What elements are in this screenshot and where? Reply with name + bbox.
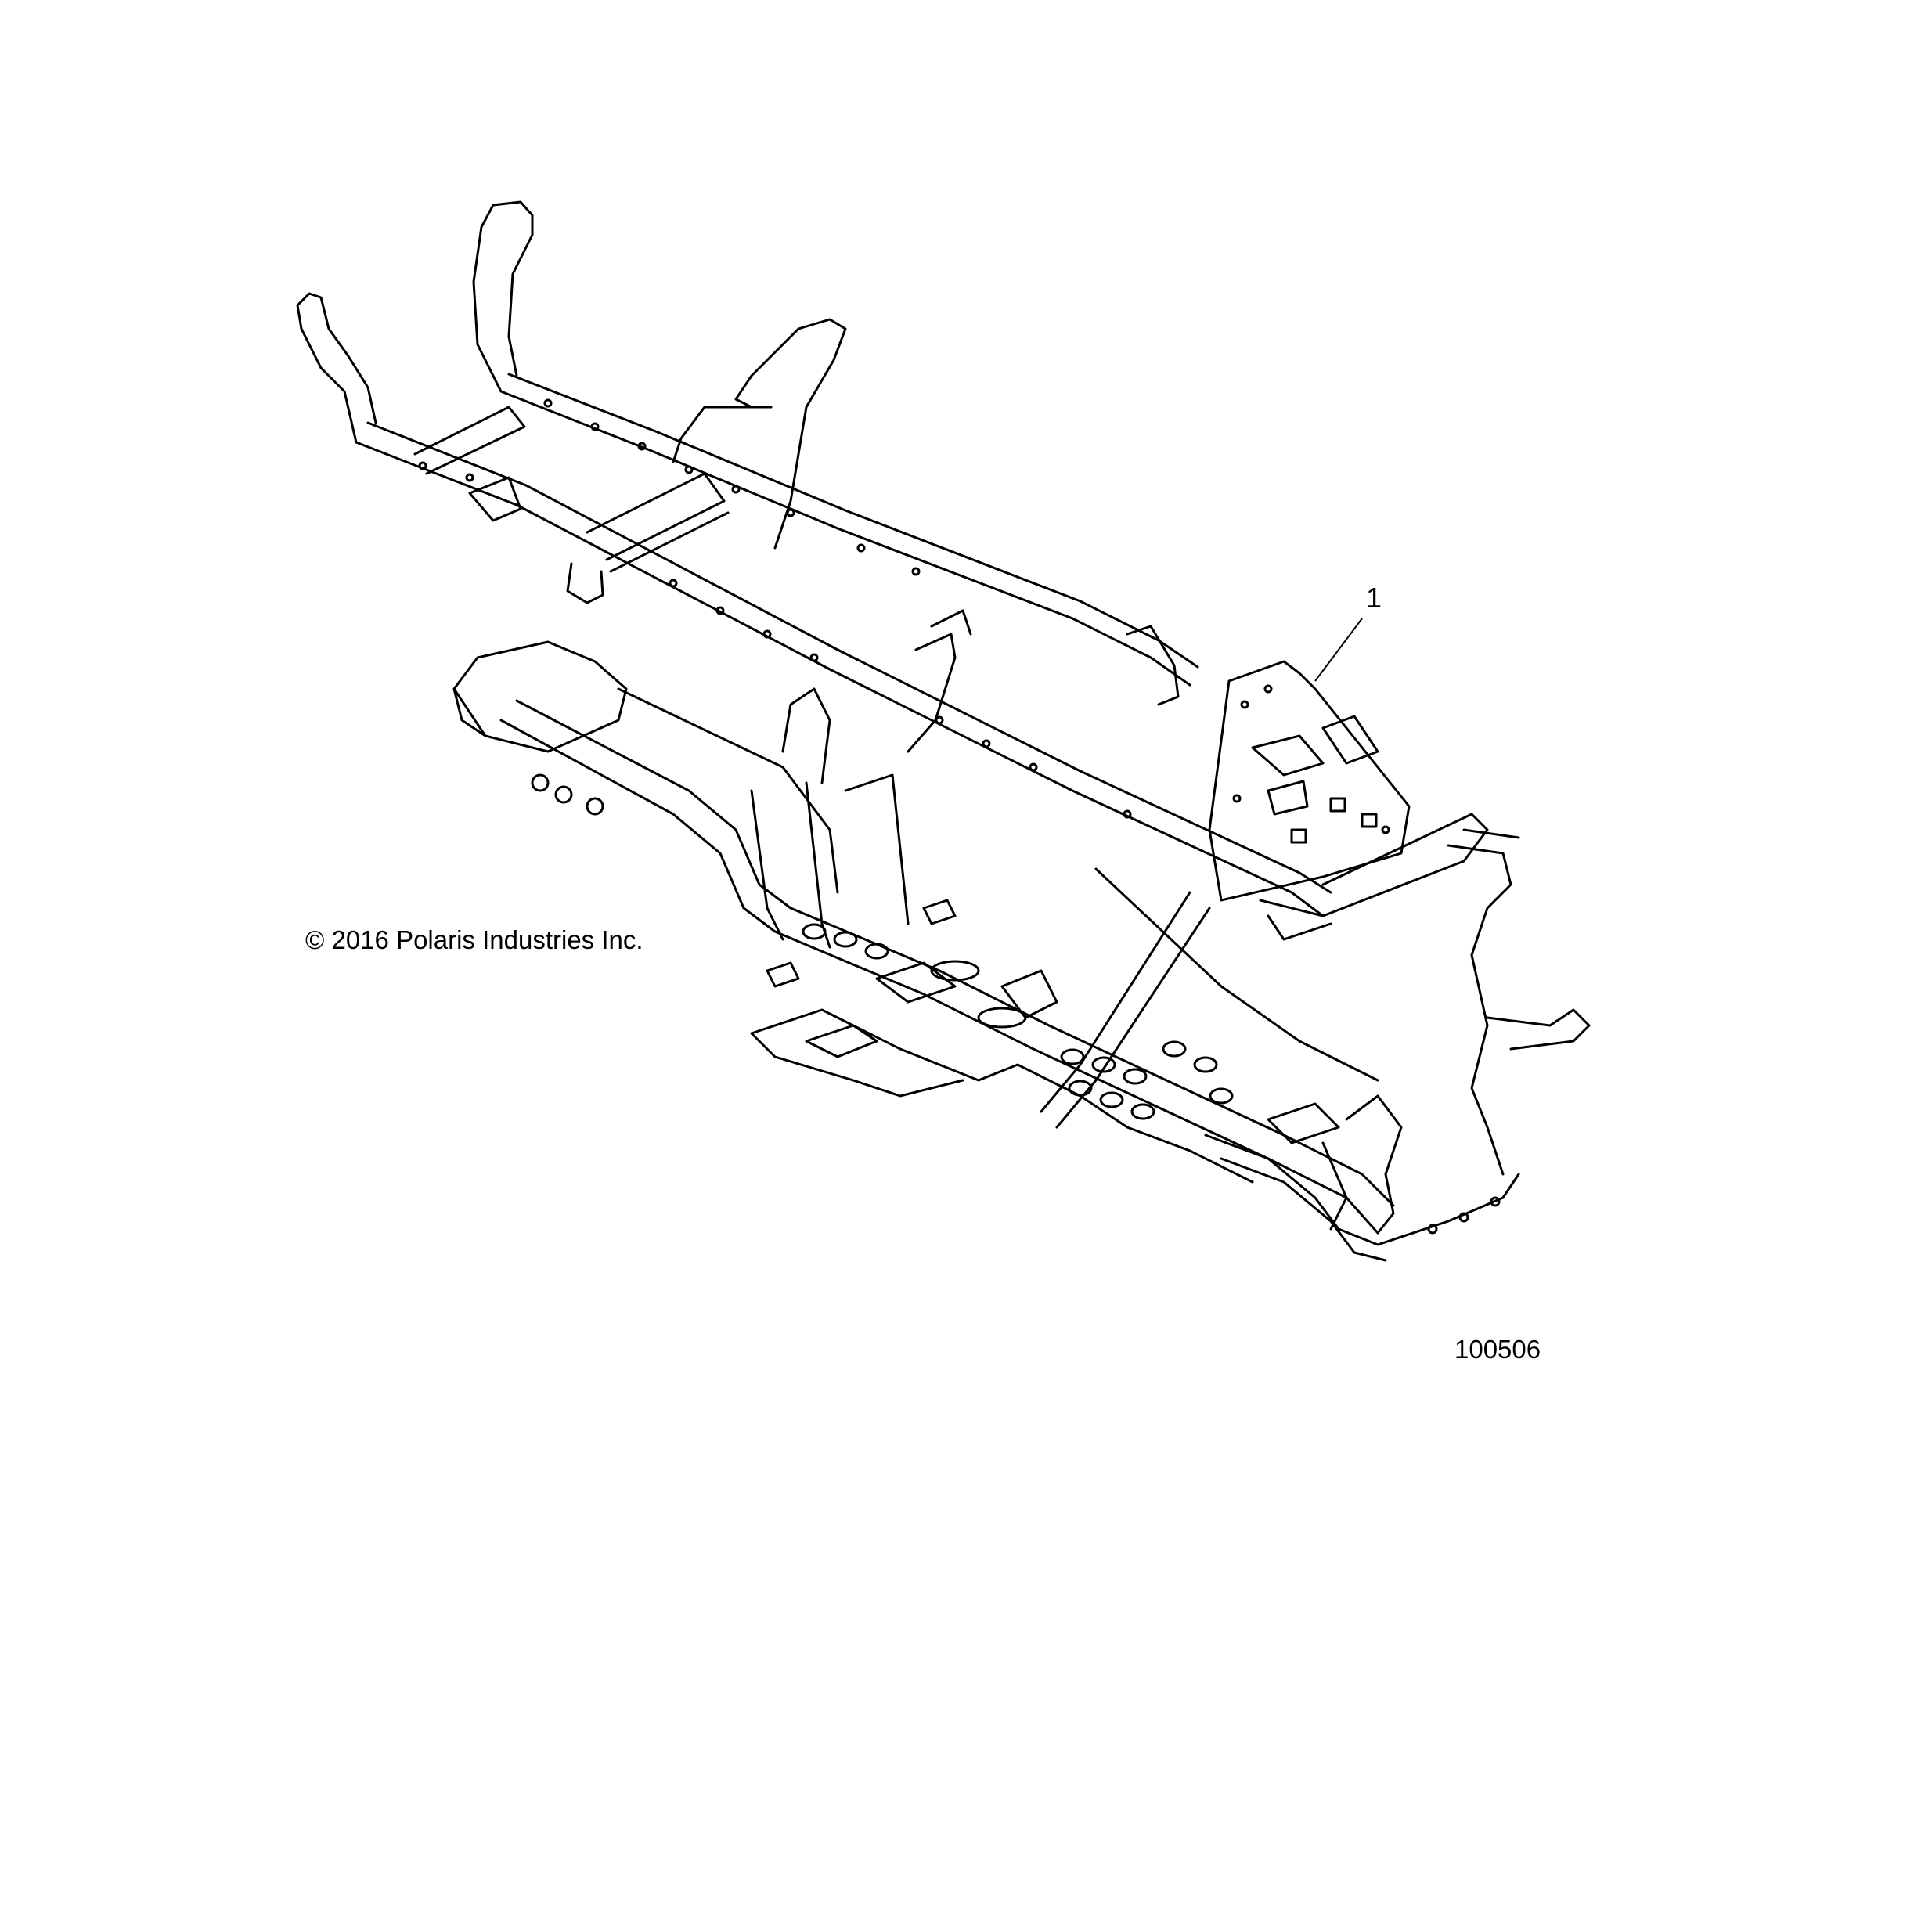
copyright-notice: © 2016 Polaris Industries Inc. (305, 925, 643, 954)
callout-label-1: 1 (1366, 582, 1382, 614)
upper-frame-rails (296, 200, 1332, 917)
gusset-plate (1208, 660, 1411, 902)
lower-chassis (452, 640, 1591, 1262)
callout-1-leader (1314, 618, 1363, 682)
figure-number: 100506 (1454, 1335, 1541, 1364)
rear-support-post (907, 609, 1180, 753)
